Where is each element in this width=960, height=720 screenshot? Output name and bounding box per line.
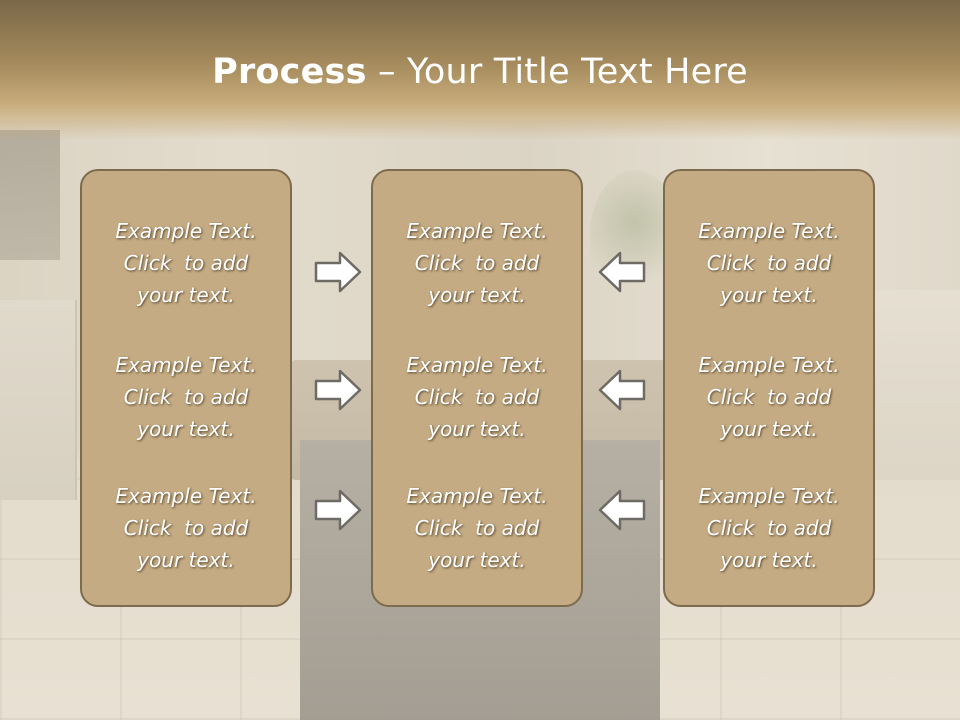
item-line: Click to add — [414, 516, 540, 540]
item-line: your text. — [720, 417, 818, 441]
arrow-left-icon — [597, 368, 647, 412]
text-item[interactable]: Example Text. Click to add your text. — [665, 349, 873, 445]
text-item[interactable]: Example Text. Click to add your text. — [82, 480, 290, 576]
title-rest: – Your Title Text Here — [366, 52, 748, 92]
text-item[interactable]: Example Text. Click to add your text. — [82, 349, 290, 445]
item-line: Example Text. — [698, 219, 840, 243]
slide-title[interactable]: Process – Your Title Text Here — [0, 52, 960, 92]
item-line: Click to add — [706, 385, 832, 409]
item-line: Example Text. — [115, 219, 257, 243]
title-bold: Process — [212, 52, 367, 92]
arrow-left-icon — [597, 488, 647, 532]
text-box-left[interactable]: Example Text. Click to add your text. Ex… — [80, 169, 292, 607]
title-band — [0, 0, 960, 140]
text-box-right[interactable]: Example Text. Click to add your text. Ex… — [663, 169, 875, 607]
background-window — [0, 130, 60, 260]
text-item[interactable]: Example Text. Click to add your text. — [373, 215, 581, 311]
item-line: Click to add — [123, 385, 249, 409]
item-line: Example Text. — [406, 353, 548, 377]
item-line: your text. — [428, 283, 526, 307]
item-line: Example Text. — [115, 484, 257, 508]
arrow-right-icon — [313, 368, 363, 412]
text-item[interactable]: Example Text. Click to add your text. — [665, 215, 873, 311]
item-line: your text. — [428, 417, 526, 441]
item-line: Example Text. — [406, 484, 548, 508]
item-line: Click to add — [123, 251, 249, 275]
item-line: Click to add — [414, 251, 540, 275]
background-cabinet-left — [0, 300, 77, 500]
item-line: Example Text. — [698, 484, 840, 508]
item-line: Click to add — [706, 251, 832, 275]
arrow-right-icon — [313, 488, 363, 532]
arrow-left-icon — [597, 250, 647, 294]
item-line: Example Text. — [406, 219, 548, 243]
item-line: your text. — [137, 417, 235, 441]
item-line: your text. — [137, 283, 235, 307]
item-line: your text. — [720, 548, 818, 572]
item-line: Click to add — [414, 385, 540, 409]
text-item[interactable]: Example Text. Click to add your text. — [82, 215, 290, 311]
text-item[interactable]: Example Text. Click to add your text. — [373, 349, 581, 445]
item-line: Example Text. — [698, 353, 840, 377]
item-line: Click to add — [123, 516, 249, 540]
item-line: your text. — [428, 548, 526, 572]
item-line: Example Text. — [115, 353, 257, 377]
item-line: your text. — [137, 548, 235, 572]
item-line: Click to add — [706, 516, 832, 540]
text-item[interactable]: Example Text. Click to add your text. — [665, 480, 873, 576]
text-item[interactable]: Example Text. Click to add your text. — [373, 480, 581, 576]
text-box-center[interactable]: Example Text. Click to add your text. Ex… — [371, 169, 583, 607]
item-line: your text. — [720, 283, 818, 307]
background-cabinet-right — [870, 290, 960, 480]
arrow-right-icon — [313, 250, 363, 294]
